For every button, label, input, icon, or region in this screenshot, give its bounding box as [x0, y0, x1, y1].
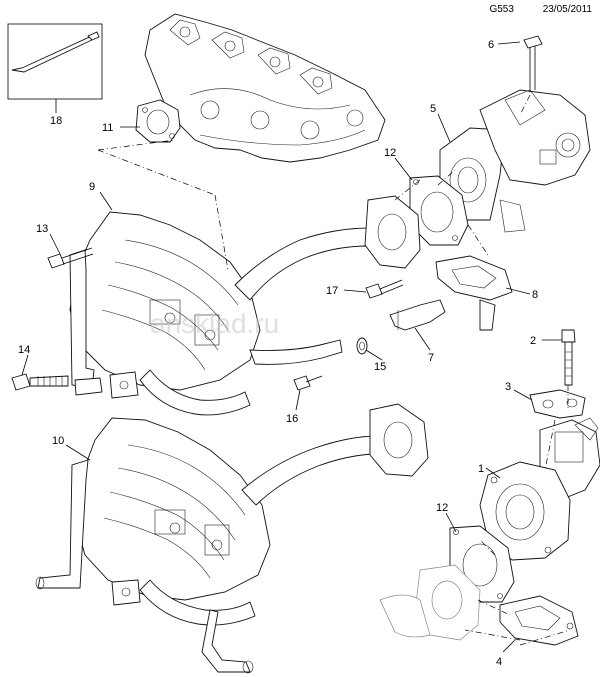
- callout-12-lower[interactable]: 12: [436, 502, 448, 514]
- inset-frame: [7, 23, 103, 100]
- bolt-part-15[interactable]: [11, 373, 69, 391]
- callout-9[interactable]: 9: [89, 181, 95, 193]
- bolt-part-17[interactable]: [293, 375, 323, 391]
- gasket-part-4[interactable]: [499, 595, 579, 646]
- inset-box-cable-tie: [7, 23, 103, 113]
- callout-18[interactable]: 18: [50, 115, 62, 127]
- callout-11[interactable]: 11: [102, 122, 113, 134]
- callout-15[interactable]: 14: [18, 344, 30, 356]
- diagram-header: G553 23/05/2011: [463, 4, 592, 15]
- gasket-part-8[interactable]: [435, 255, 513, 331]
- ghost-pipe-elbow: [379, 564, 481, 641]
- egr-valve-part-5[interactable]: [439, 89, 591, 233]
- diagram-date: 23/05/2011: [542, 4, 592, 15]
- callout-13[interactable]: 17: [326, 285, 338, 297]
- callout-16[interactable]: 15: [374, 361, 386, 373]
- callout-5[interactable]: 5: [430, 103, 436, 115]
- cable-tie-part-18[interactable]: [11, 34, 97, 73]
- bracket-part-3[interactable]: [529, 389, 586, 419]
- callout-8[interactable]: 8: [532, 289, 538, 301]
- egr-valve-part-1[interactable]: [479, 417, 600, 561]
- callout-leaders: [21, 41, 562, 653]
- callout-4[interactable]: 4: [496, 656, 502, 668]
- bracket-part-7[interactable]: [389, 299, 446, 331]
- bolt-part-13[interactable]: [365, 279, 404, 299]
- gasket-part-11[interactable]: [135, 99, 181, 143]
- bolt-part-2[interactable]: [561, 329, 576, 386]
- callout-1[interactable]: 1: [478, 463, 484, 475]
- callout-3[interactable]: 3: [505, 381, 511, 393]
- callout-6[interactable]: 6: [488, 39, 494, 51]
- callout-labels: 18 11 9 13 14 10 12 5 6 17 8 7 15 16 2 3…: [18, 39, 538, 668]
- callout-7[interactable]: 7: [428, 352, 434, 364]
- watermark-text: ansklad.ru: [150, 308, 279, 339]
- callout-10[interactable]: 10: [52, 435, 64, 447]
- cable-tie-head: [87, 31, 100, 41]
- egr-cooler-part-10[interactable]: [35, 403, 429, 674]
- manifold-assembly[interactable]: [144, 13, 386, 163]
- callout-12-upper[interactable]: 12: [384, 147, 396, 159]
- assembly-lines: [97, 94, 571, 646]
- callout-17[interactable]: 16: [286, 413, 298, 425]
- bolt-part-14[interactable]: [47, 247, 94, 269]
- callout-2[interactable]: 2: [530, 335, 536, 347]
- seal-ring-part-16[interactable]: [356, 337, 368, 355]
- bolt-part-6[interactable]: [523, 35, 543, 92]
- callout-14[interactable]: 13: [36, 223, 48, 235]
- gasket-part-12-upper[interactable]: [409, 175, 469, 246]
- diagram-code: G553: [489, 4, 514, 15]
- egr-cooler-part-9[interactable]: [69, 195, 421, 416]
